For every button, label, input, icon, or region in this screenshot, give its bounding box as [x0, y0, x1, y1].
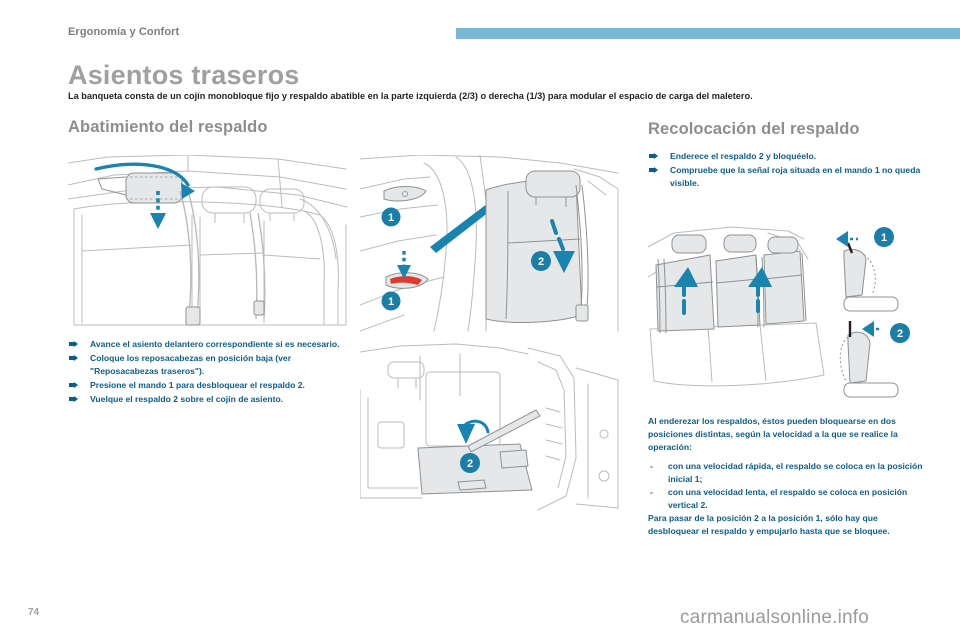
arrow-bullet-icon: [69, 340, 78, 349]
left-column-text: Avance el asiento delantero correspondie…: [68, 338, 348, 407]
figure-seatback-release-drawing: 1 1: [360, 155, 619, 332]
list-item: Vuelque el respaldo 2 sobre el cojín de …: [68, 393, 348, 406]
pointer-bar: [467, 409, 541, 453]
folding-steps-list: Avance el asiento delantero correspondie…: [68, 338, 348, 406]
blue-fold-arrow-icon: [550, 219, 575, 273]
page-number: 74: [28, 607, 40, 618]
callout-1-lower: 1: [381, 291, 401, 311]
blue-up-arrow-left-icon: [674, 267, 698, 315]
restore-final-paragraph: Para pasar de la posición 2 a la posició…: [648, 513, 890, 536]
callout-1-upper: 1: [381, 207, 401, 227]
header-accent-bar: [456, 28, 960, 39]
blue-fold-down-arrow-icon: [457, 419, 490, 444]
figure-headrest-lowering-drawing: [68, 155, 348, 326]
arrow-bullet-icon: [649, 166, 658, 175]
callout-2-inset: [890, 323, 910, 343]
list-item: Avance el asiento delantero correspondie…: [68, 338, 348, 351]
figure-headrest-lowering: [68, 155, 348, 331]
list-item: Presione el mando 1 para desbloquear el …: [68, 379, 348, 392]
figure-seatback-release: 1 1: [360, 155, 620, 332]
right-column-notes: Al enderezar los respaldos, éstos pueden…: [648, 415, 928, 538]
svg-text:1: 1: [388, 296, 394, 308]
list-item-label: Enderece el respaldo 2 y bloquéelo.: [670, 151, 817, 161]
dash-bullet-icon: -: [650, 487, 653, 497]
right-column-bullets: Enderece el respaldo 2 y bloquéelo. Comp…: [648, 150, 928, 191]
restore-positions-list: - con una velocidad rápida, el respaldo …: [648, 460, 928, 512]
blue-dashed-arrow-to-lever: [397, 251, 411, 279]
arrow-bullet-icon: [69, 354, 78, 363]
callout-1-inset: [874, 227, 894, 247]
svg-text:2: 2: [538, 256, 544, 268]
blue-curve-arrow-icon: [94, 162, 195, 199]
figure-seatback-folded: 2: [360, 338, 620, 516]
callout-2-boot: 2: [460, 453, 480, 473]
blue-up-arrow-right-icon: [748, 267, 772, 313]
page-header: Ergonomía y Confort: [0, 26, 960, 42]
restore-note-paragraph: Al enderezar los respaldos, éstos pueden…: [648, 416, 898, 452]
section-title-folding: Abatimiento del respaldo: [68, 118, 268, 136]
list-item-label: con una velocidad lenta, el respaldo se …: [668, 487, 908, 510]
figure-seatback-folded-drawing: 2: [360, 343, 619, 511]
callout-2: 2: [531, 251, 551, 271]
page-title: Asientos traseros: [68, 60, 300, 90]
svg-text:2: 2: [467, 458, 473, 470]
list-item: - con una velocidad lenta, el respaldo s…: [648, 486, 928, 512]
list-item-label: Compruebe que la señal roja situada en e…: [670, 165, 921, 188]
svg-text:2: 2: [897, 328, 903, 340]
arrow-bullet-icon: [69, 395, 78, 404]
blue-down-arrow-icon: [150, 191, 166, 229]
list-item: Enderece el respaldo 2 y bloquéelo.: [648, 150, 928, 163]
svg-text:1: 1: [388, 212, 394, 224]
list-item-label: Coloque los reposacabezas en posición ba…: [90, 353, 292, 376]
list-item-label: Presione el mando 1 para desbloquear el …: [90, 380, 305, 390]
list-item-label: Avance el asiento delantero correspondie…: [90, 339, 340, 349]
arrow-bullet-icon: [649, 152, 658, 161]
intro-paragraph: La banqueta consta de un cojín monobloqu…: [68, 91, 753, 101]
list-item: - con una velocidad rápida, el respaldo …: [648, 460, 928, 486]
figure-seatback-restore-drawing: 1 2: [648, 226, 910, 398]
header-chapter-title: Ergonomía y Confort: [68, 26, 180, 38]
list-item: Coloque los reposacabezas en posición ba…: [68, 352, 348, 378]
watermark: carmanualsonline.info: [680, 607, 870, 628]
figure-seatback-restore: 1 2: [648, 225, 928, 401]
list-item: Compruebe que la señal roja situada en e…: [648, 164, 928, 190]
arrow-bullet-icon: [69, 381, 78, 390]
list-item-label: Vuelque el respaldo 2 sobre el cojín de …: [90, 394, 284, 404]
section-title-restoring: Recolocación del respaldo: [648, 120, 860, 138]
svg-text:1: 1: [881, 232, 887, 244]
list-item-label: con una velocidad rápida, el respaldo se…: [668, 461, 923, 484]
dash-bullet-icon: -: [650, 461, 653, 471]
restoring-steps-list: Enderece el respaldo 2 y bloquéelo. Comp…: [648, 150, 928, 190]
